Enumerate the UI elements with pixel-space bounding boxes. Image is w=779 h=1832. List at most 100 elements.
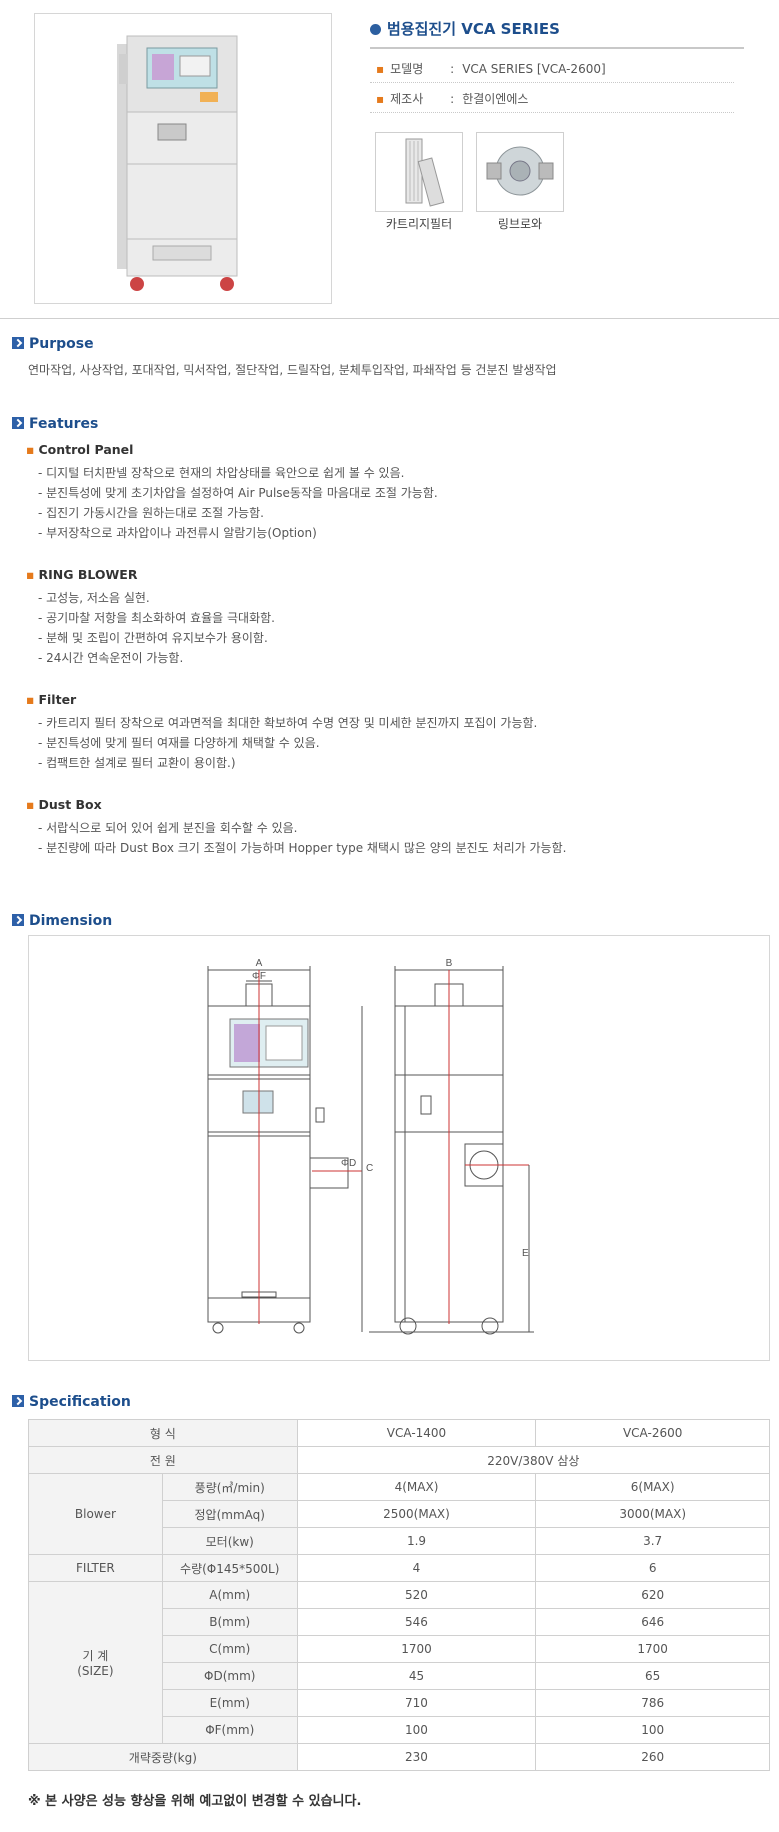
purpose-text: 연마작업, 사상작업, 포대작업, 믹서작업, 절단작업, 드릴작업, 분체투입… (28, 363, 557, 377)
bullet-icon: ▪ (26, 567, 35, 582)
feature-item: - 분진특성에 맞게 필터 여재를 다양하게 채택할 수 있음. (38, 736, 320, 750)
feature-item: - 디지털 터치판넬 장착으로 현재의 차압상태를 육안으로 쉽게 볼 수 있음… (38, 466, 405, 480)
dim-label-d: ΦD (341, 1158, 356, 1169)
row-label: ΦD(mm) (161, 1662, 298, 1690)
bullet-icon: ▪ (26, 442, 35, 457)
dim-label-a: A (256, 958, 263, 969)
cell-value: 786 (535, 1689, 770, 1717)
row-label: ΦF(mm) (161, 1716, 298, 1744)
cell-value: 260 (535, 1743, 770, 1771)
dim-label-e: E (522, 1248, 529, 1259)
row-label: B(mm) (161, 1608, 298, 1636)
feature-item: - 집진기 가동시간을 원하는대로 조절 가능함. (38, 506, 264, 520)
header-type: 형 식 (28, 1419, 298, 1447)
table-row: 모터(kw) 1.9 3.7 (29, 1527, 770, 1555)
cell-value: 620 (535, 1581, 770, 1609)
row-label: A(mm) (161, 1581, 298, 1609)
maker-row: ▪제조사:한결이엔에스 (370, 86, 734, 113)
table-row: C(mm) 1700 1700 (29, 1635, 770, 1663)
power-label: 전 원 (28, 1446, 298, 1474)
feature-item: - 카트리지 필터 장착으로 여과면적을 최대한 확보하여 수명 연장 및 미세… (38, 716, 538, 730)
table-row: ΦF(mm) 100 100 (29, 1716, 770, 1744)
feature-item: - 고성능, 저소음 실현. (38, 591, 150, 605)
section-divider (0, 318, 779, 319)
cell-value: 520 (296, 1581, 537, 1609)
header-model-1: VCA-1400 (296, 1419, 537, 1447)
cell-value: 230 (296, 1743, 537, 1771)
arrow-box-icon (12, 417, 24, 429)
spec-notice: ※ 본 사양은 성능 향상을 위해 예고없이 변경할 수 있습니다. (28, 1794, 362, 1809)
blower-label: Blower (28, 1473, 163, 1555)
cell-value: 710 (296, 1689, 537, 1717)
bullet-icon: ▪ (26, 797, 35, 812)
thumb2-caption: 링브로와 (497, 217, 543, 231)
table-row: 전 원 220V/380V 삼상 (28, 1446, 771, 1474)
arrow-box-icon (12, 1395, 24, 1407)
bullet-icon: ▪ (26, 692, 35, 707)
cell-value: 3000(MAX) (535, 1500, 770, 1528)
row-label: 풍량(㎥/min) (161, 1473, 298, 1501)
row-label: 수량(Φ145*500L) (161, 1554, 298, 1582)
header-model-2: VCA-2600 (535, 1419, 770, 1447)
feature-item: - 컴팩트한 설계로 필터 교환이 용이함.) (38, 756, 236, 770)
cell-value: 4 (296, 1554, 537, 1582)
cell-value: 3.7 (535, 1527, 770, 1555)
cell-value: 1.9 (296, 1527, 537, 1555)
purpose-heading: Purpose (12, 336, 94, 352)
row-label: C(mm) (161, 1635, 298, 1663)
title-divider (370, 47, 744, 49)
feature-group-title: ▪Control Panel (26, 442, 134, 457)
feature-group-title: ▪RING BLOWER (26, 567, 138, 582)
cell-value: 1700 (296, 1635, 537, 1663)
arrow-box-icon (12, 337, 24, 349)
weight-label: 개략중량(kg) (28, 1743, 298, 1771)
cell-value: 4(MAX) (296, 1473, 537, 1501)
cartridge-filter-thumbnail[interactable] (375, 132, 463, 212)
arrow-box-icon (12, 914, 24, 926)
table-row: 개략중량(kg) 230 260 (28, 1743, 770, 1771)
row-label: E(mm) (161, 1689, 298, 1717)
table-row: 형 식 VCA-1400 VCA-2600 (28, 1419, 770, 1447)
cell-value: 646 (535, 1608, 770, 1636)
feature-group-title: ▪Filter (26, 692, 77, 707)
feature-item: - 부저장착으로 과차압이나 과전류시 알람기능(Option) (38, 526, 317, 540)
feature-group-title: ▪Dust Box (26, 797, 102, 812)
table-row: 기 계(SIZE) A(mm) 520 620 (28, 1581, 770, 1744)
specification-heading: Specification (12, 1394, 131, 1410)
dimension-heading: Dimension (12, 913, 112, 929)
dim-label-c: C (366, 1163, 373, 1174)
feature-item: - 분해 및 조립이 간편하여 유지보수가 용이함. (38, 631, 268, 645)
row-label: 정압(mmAq) (161, 1500, 298, 1528)
specification-table: 형 식 VCA-1400 VCA-2600 전 원 220V/380V 삼상 B… (28, 1419, 771, 1771)
cell-value: 65 (535, 1662, 770, 1690)
feature-item: - 분진량에 따라 Dust Box 크기 조절이 가능하며 Hopper ty… (38, 841, 567, 855)
product-image (34, 13, 332, 304)
features-heading: Features (12, 416, 98, 432)
filter-label: FILTER (28, 1554, 163, 1582)
cell-value: 100 (535, 1716, 770, 1744)
table-row: FILTER 수량(Φ145*500L) 4 6 (28, 1554, 770, 1582)
feature-item: - 공기마찰 저항을 최소화하여 효율을 극대화함. (38, 611, 275, 625)
size-label: 기 계(SIZE) (28, 1581, 163, 1744)
cell-value: 6(MAX) (535, 1473, 770, 1501)
product-title: 범용집진기 VCA SERIES (370, 18, 560, 39)
bullet-icon (370, 24, 381, 35)
cell-value: 6 (535, 1554, 770, 1582)
bullet-icon: ▪ (376, 62, 385, 76)
table-row: 정압(mmAq) 2500(MAX) 3000(MAX) (29, 1500, 770, 1528)
thumb1-caption: 카트리지필터 (385, 217, 453, 231)
feature-item: - 분진특성에 맞게 초기차압을 설정하여 Air Pulse동작을 마음대로 … (38, 486, 438, 500)
cell-value: 1700 (535, 1635, 770, 1663)
dimension-drawing: A ΦF C ΦD B (28, 935, 770, 1361)
power-value: 220V/380V 삼상 (296, 1446, 771, 1474)
table-row: ΦD(mm) 45 65 (29, 1662, 770, 1690)
model-row: ▪모델명:VCA SERIES [VCA-2600] (370, 56, 734, 83)
row-label: 모터(kw) (161, 1527, 298, 1555)
cell-value: 45 (296, 1662, 537, 1690)
table-row: B(mm) 546 646 (29, 1608, 770, 1636)
dim-label-b: B (446, 958, 453, 969)
ring-blower-thumbnail[interactable] (476, 132, 564, 212)
feature-item: - 24시간 연속운전이 가능함. (38, 651, 184, 665)
cell-value: 2500(MAX) (296, 1500, 537, 1528)
table-row: Blower 풍량(㎥/min) 4(MAX) 6(MAX) (28, 1473, 770, 1555)
